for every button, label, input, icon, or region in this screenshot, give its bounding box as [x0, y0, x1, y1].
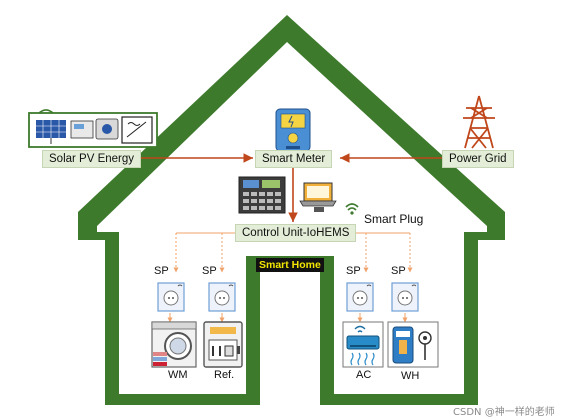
power-grid-label: Power Grid	[442, 150, 514, 168]
inverter-icon	[70, 116, 153, 144]
sp-label-2: SP	[202, 265, 217, 277]
sp-label-4: SP	[391, 265, 406, 277]
wm-label: WM	[168, 369, 188, 381]
plug-icon	[346, 282, 374, 312]
washing-machine-icon	[151, 321, 197, 368]
control-unit-label: Control Unit-IoHEMS	[235, 224, 357, 242]
smart-plug-label: Smart Plug	[364, 212, 424, 226]
sp-label-3: SP	[346, 265, 361, 277]
power-lines	[135, 153, 442, 222]
plug-icon	[208, 282, 236, 312]
meter-icon	[275, 108, 311, 152]
ac-label: AC	[356, 369, 372, 381]
transmission-tower-icon	[463, 95, 495, 149]
air-conditioner-icon	[342, 321, 384, 368]
refrigerator-icon	[203, 321, 243, 368]
plug-icon	[391, 282, 419, 312]
solar-pv-label: Solar PV Energy	[42, 150, 142, 168]
sp-label-1: SP	[154, 265, 169, 277]
plug-icon	[157, 282, 185, 312]
control-unit-panel-icon	[238, 176, 286, 214]
water-heater-icon	[387, 321, 439, 368]
house-outline	[78, 15, 505, 405]
smart-meter-label: Smart Meter	[255, 150, 333, 168]
wh-label: WH	[401, 370, 420, 382]
smart-home-label: Smart Home	[256, 258, 324, 272]
signal-lines	[167, 232, 413, 323]
watermark: CSDN @神一样的老师	[453, 407, 555, 418]
laptop-icon	[299, 182, 337, 212]
ref-label: Ref.	[214, 369, 235, 381]
smart-plug-wifi-icon	[345, 203, 359, 215]
